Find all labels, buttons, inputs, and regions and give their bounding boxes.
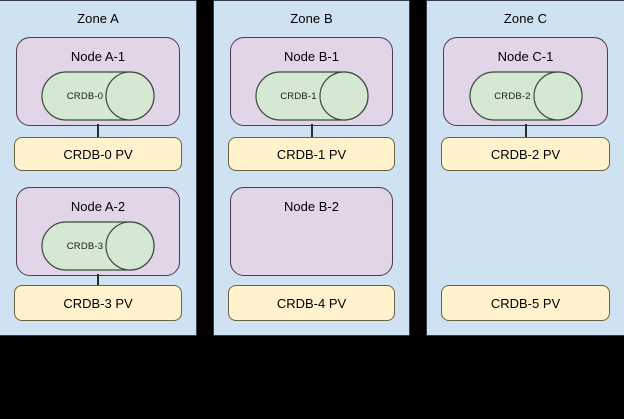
zone-b-container[interactable]: Zone B Node B-1 CRDB-1 CRDB-1 PV Node B-… [213, 0, 410, 336]
node-a-1[interactable]: Node A-1 CRDB-0 [16, 37, 180, 126]
node-b-2[interactable]: Node B-2 [230, 187, 393, 276]
database-label-crdb-3: CRDB-3 [66, 240, 104, 252]
node-a-2-label: Node A-2 [70, 199, 126, 214]
database-label-crdb-0: CRDB-0 [66, 90, 104, 102]
volume-crdb-3-pv[interactable]: CRDB-3 PV [14, 285, 182, 321]
database-label-crdb-1: CRDB-1 [280, 90, 317, 102]
connector-crdb-2-to-pv [524, 124, 527, 138]
volume-crdb-2-pv[interactable]: CRDB-2 PV [441, 137, 610, 171]
database-label-crdb-2: CRDB-2 [494, 90, 531, 102]
node-a-2[interactable]: Node A-2 CRDB-3 [16, 187, 180, 276]
node-b-1-label: Node B-1 [284, 49, 339, 64]
node-b-1[interactable]: Node B-1 CRDB-1 [230, 37, 393, 126]
connector-crdb-1-to-pv [310, 124, 313, 138]
zone-a-title: Zone A [77, 11, 119, 26]
node-b-2-label: Node B-2 [284, 199, 339, 214]
zone-a-container[interactable]: Zone A Node A-1 CRDB-0 CRDB-0 PV Node A-… [0, 0, 197, 336]
node-c-1-label: Node C-1 [497, 49, 554, 64]
database-cylinder-icon-crdb-0[interactable]: CRDB-0 [41, 71, 155, 121]
zone-c-title: Zone C [503, 11, 548, 26]
volume-crdb-4-pv[interactable]: CRDB-4 PV [228, 285, 395, 321]
zone-c-container[interactable]: Zone C Node C-1 CRDB-2 CRDB-2 PV CRDB-5 … [426, 0, 624, 336]
volume-crdb-0-pv[interactable]: CRDB-0 PV [14, 137, 182, 171]
zone-b-title: Zone B [290, 11, 333, 26]
node-c-1[interactable]: Node C-1 CRDB-2 [443, 37, 608, 126]
database-cylinder-icon-crdb-2[interactable]: CRDB-2 [468, 71, 583, 121]
database-cylinder-icon-crdb-1[interactable]: CRDB-1 [254, 71, 369, 121]
connector-crdb-3-to-pv [97, 274, 99, 286]
connector-crdb-0-to-pv [97, 124, 99, 138]
volume-crdb-5-pv[interactable]: CRDB-5 PV [441, 285, 610, 321]
database-cylinder-icon-crdb-3[interactable]: CRDB-3 [41, 221, 155, 271]
node-a-1-label: Node A-1 [70, 49, 126, 64]
volume-crdb-1-pv[interactable]: CRDB-1 PV [228, 137, 395, 171]
